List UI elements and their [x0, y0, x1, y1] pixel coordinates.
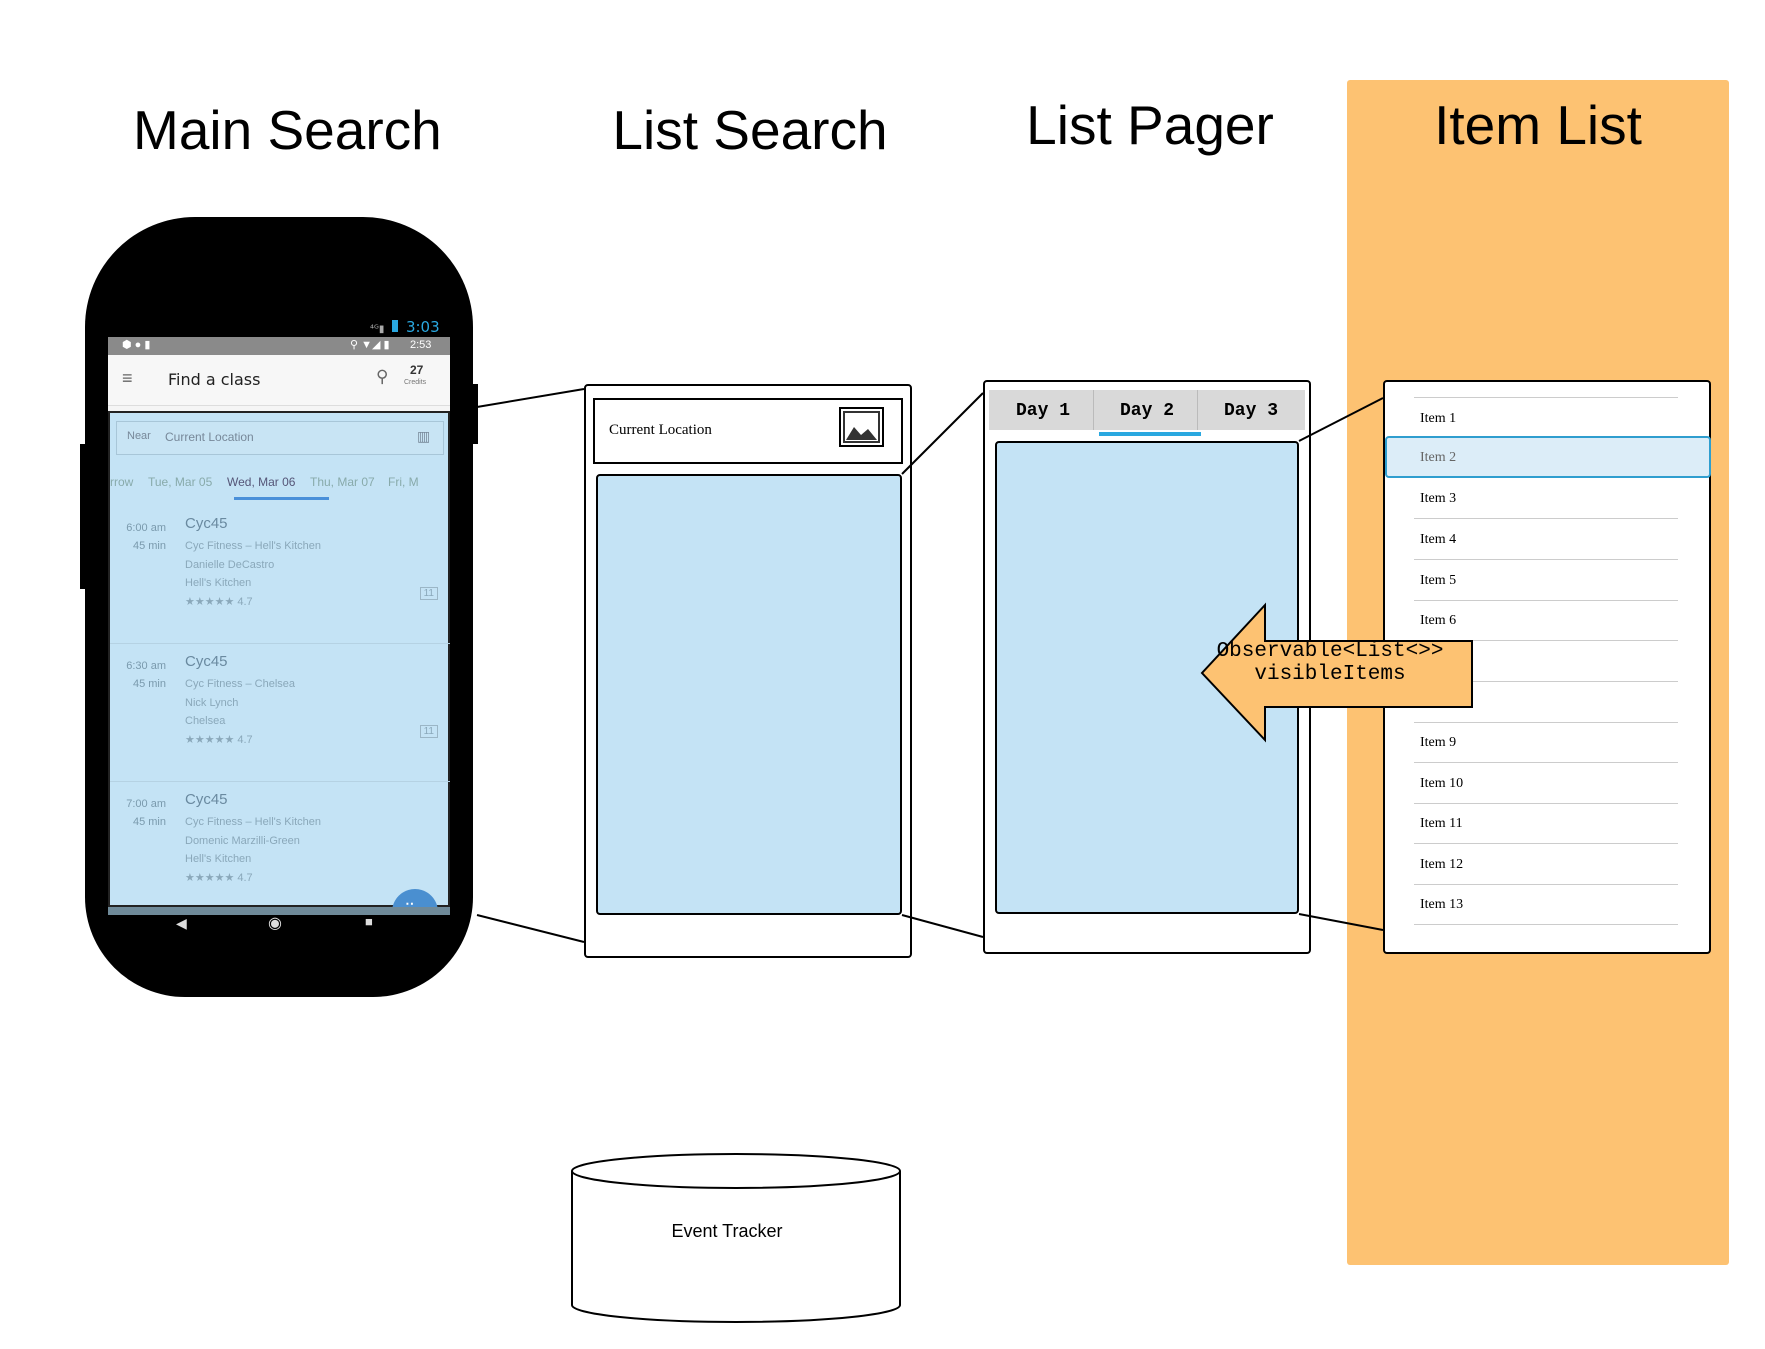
list-item-selected[interactable]: Item 2 [1385, 436, 1711, 478]
list-pager-title: List Pager [1026, 94, 1274, 156]
recents-nav-icon[interactable]: ■ [365, 914, 373, 929]
arrow-label-line1: Observable<List<>> [1216, 640, 1444, 663]
date-tab[interactable]: Tue, Mar 05 [148, 475, 213, 489]
battery-icon [392, 320, 399, 332]
connector-line [901, 914, 984, 938]
phone-side-button [80, 444, 90, 589]
app-bar: ≡ Find a class ⚲ 27 Credits [108, 355, 450, 406]
event-tracker-cylinder [571, 1153, 901, 1323]
status-time: 2:53 [410, 339, 432, 351]
list-search-title: List Search [612, 99, 888, 161]
observable-arrow-label: Observable<List<>> visibleItems [1190, 640, 1470, 686]
location-label: Current Location [609, 422, 712, 438]
connector-line [476, 388, 585, 408]
list-search-content-panel [596, 474, 902, 915]
item-list-frame: Item 1 Item 2 Item 3 Item 4 Item 5 Item … [1383, 380, 1711, 954]
date-tab[interactable]: Fri, M [388, 475, 419, 489]
list-item[interactable]: Item 9 [1414, 722, 1678, 763]
connector-line [901, 392, 984, 475]
date-tabs: rrow Tue, Mar 05 Wed, Mar 06 Thu, Mar 07… [110, 475, 450, 499]
connector-line [1298, 397, 1384, 442]
active-tab-indicator [1099, 432, 1201, 436]
class-name: Cyc45 [185, 515, 228, 532]
observable-arrow [1200, 602, 1473, 743]
phone-top-clock: ⁴ᴳ▮ 3:03 [370, 318, 440, 336]
class-details: Cyc Fitness – Hell's Kitchen Domenic Mar… [185, 816, 321, 884]
back-nav-icon[interactable]: ◀ [176, 915, 187, 931]
rating-stars: ★★★★★ 4.7 [185, 595, 253, 608]
list-item[interactable]: Item 12 [1414, 844, 1678, 885]
search-icon[interactable]: ⚲ [376, 367, 389, 386]
tab-day-2[interactable]: Day 2 [1120, 401, 1175, 421]
home-nav-icon[interactable]: ◉ [268, 915, 282, 932]
list-item[interactable]: Item 10 [1414, 763, 1678, 804]
credits-label: Credits [404, 379, 427, 386]
notification-icons: ⬢ ● ▮ [122, 339, 151, 351]
phone-screen: ⬢ ● ▮ ⚲ ▼◢ ▮ 2:53 ≡ Find a class ⚲ 27 Cr… [108, 337, 450, 915]
event-tracker-label: Event Tracker [671, 1221, 783, 1241]
date-tab-indicator [234, 497, 329, 500]
list-item[interactable]: Item 13 [1414, 884, 1678, 925]
date-tab-selected[interactable]: Wed, Mar 06 [227, 475, 296, 489]
rating-stars: ★★★★★ 4.7 [185, 871, 253, 884]
date-tab[interactable]: rrow [110, 475, 134, 489]
item-list-title: Item List [1434, 94, 1642, 156]
status-icons: ⚲ ▼◢ ▮ [350, 339, 390, 351]
credits-count: 27 [410, 363, 424, 377]
rating-stars: ★★★★★ 4.7 [185, 733, 253, 746]
status-bar: ⬢ ● ▮ ⚲ ▼◢ ▮ 2:53 [108, 337, 450, 355]
map-icon[interactable]: ▥ [417, 428, 431, 444]
list-item[interactable] [1414, 641, 1678, 682]
list-item[interactable]: Item 11 [1414, 803, 1678, 844]
phone-nav-strip [108, 907, 450, 915]
day-tab-bar: Day 1 Day 2 Day 3 [989, 390, 1305, 436]
menu-icon[interactable]: ≡ [122, 368, 133, 388]
main-search-title: Main Search [133, 99, 442, 161]
class-details: Cyc Fitness – Chelsea Nick Lynch Chelsea… [185, 678, 296, 746]
tab-day-1[interactable]: Day 1 [1016, 401, 1071, 421]
tab-day-3[interactable]: Day 3 [1224, 401, 1279, 421]
class-details: Cyc Fitness – Hell's Kitchen Danielle De… [185, 540, 321, 608]
near-label: Near [127, 430, 151, 442]
arrow-label-line2: visibleItems [1254, 663, 1406, 686]
class-name: Cyc45 [185, 653, 228, 670]
signal-icon: ⁴ᴳ▮ [370, 324, 385, 335]
near-location-field[interactable]: Near Current Location ▥ [116, 421, 444, 455]
list-item[interactable]: Item 3 [1414, 478, 1678, 519]
spots-badge: 11 [419, 587, 438, 600]
connector-line [476, 914, 585, 943]
top-clock-text: 3:03 [405, 318, 440, 336]
appbar-title: Find a class [168, 370, 261, 389]
near-value: Current Location [165, 430, 254, 444]
phone-power-button [468, 384, 478, 444]
list-item[interactable] [1414, 682, 1678, 723]
list-item[interactable]: Item 4 [1414, 519, 1678, 560]
list-item[interactable]: Item 5 [1414, 560, 1678, 601]
list-item[interactable]: Item 6 [1414, 600, 1678, 641]
connector-line [1298, 913, 1384, 931]
location-bar[interactable]: Current Location [593, 398, 903, 464]
spots-badge: 11 [419, 725, 438, 738]
date-tab[interactable]: Thu, Mar 07 [310, 475, 375, 489]
map-image-icon[interactable] [839, 407, 884, 447]
class-name: Cyc45 [185, 791, 228, 808]
main-search-overlay: Near Current Location ▥ rrow Tue, Mar 05… [108, 411, 450, 915]
